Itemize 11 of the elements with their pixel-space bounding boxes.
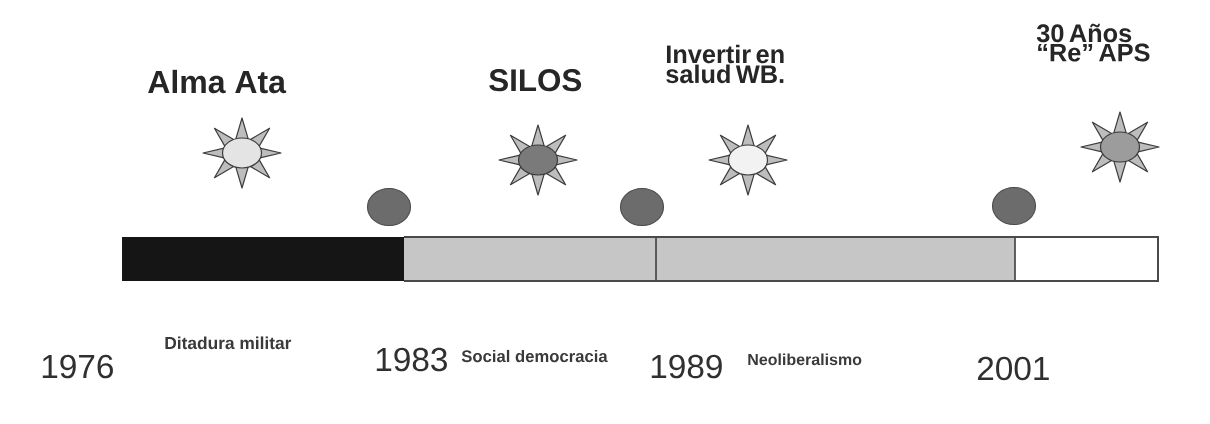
event-title: SILOS (489, 69, 582, 92)
year-label: 2001 (977, 356, 1049, 381)
event-title: Alma Ata (148, 69, 287, 94)
era-label: Neoliberalismo (748, 353, 862, 366)
year-label: 1976 (42, 354, 113, 379)
era-label: Social democracia (461, 349, 608, 363)
year-label: 1989 (651, 354, 722, 379)
era-label: Ditadura militar (165, 336, 292, 350)
event-title: 30 Años “Re” APS (1036, 23, 1150, 62)
event-title: Invertir en salud WB. (666, 44, 784, 84)
year-label: 1983 (376, 347, 447, 372)
